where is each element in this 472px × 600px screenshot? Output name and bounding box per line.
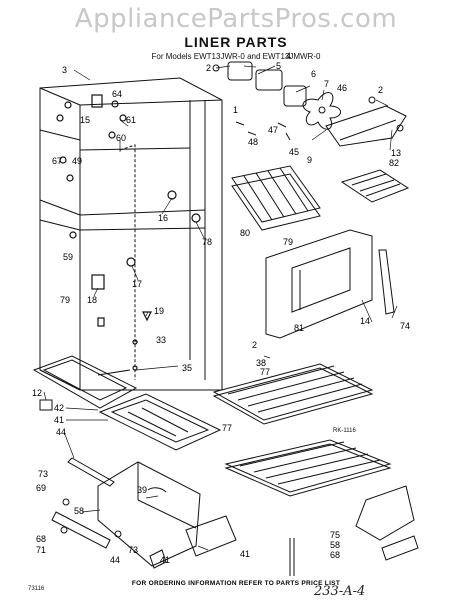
wire-shelf-upper — [212, 363, 374, 425]
callout-68: 68 — [36, 534, 47, 544]
callout-59: 60 — [116, 133, 127, 143]
callout-51: 49 — [72, 156, 83, 166]
callout-49: 47 — [268, 125, 279, 135]
callout-69: 69 — [36, 483, 47, 493]
rail — [67, 457, 115, 487]
crisper-drawer — [97, 461, 201, 567]
rear-panel — [265, 229, 373, 339]
callout-67: 68 — [330, 550, 341, 560]
callout-78: 79 — [60, 295, 71, 305]
vertical-strip — [378, 249, 395, 315]
callout-45: 58 — [74, 506, 85, 516]
cabinet-fasteners — [56, 94, 201, 371]
callout-15: 17 — [132, 279, 143, 289]
callout-50: 48 — [248, 137, 259, 147]
callout-19: 35 — [182, 363, 193, 373]
callout-79: 79 — [283, 237, 294, 247]
slide-rail — [51, 498, 122, 549]
callout-41: 41 — [54, 415, 65, 425]
callout-14: 16 — [158, 213, 169, 223]
callout-12: 14 — [360, 316, 371, 326]
callout-9: 9 — [307, 155, 313, 165]
callout-46: 44 — [110, 555, 121, 565]
callout-56: 58 — [330, 540, 341, 550]
callout-17: 19 — [154, 306, 165, 316]
callout-80: 80 — [240, 228, 251, 238]
callout-44: 44 — [56, 427, 67, 437]
page-title: LINER PARTS — [184, 34, 288, 50]
callout-72: 74 — [400, 321, 411, 331]
callout-2b: 2 — [378, 85, 384, 95]
callout-81: 82 — [389, 158, 400, 168]
callout-16: 18 — [87, 295, 98, 305]
callout-70: 71 — [36, 545, 47, 555]
wire-shelf-lower — [224, 439, 392, 497]
callout-2c: 2 — [252, 340, 258, 350]
callout-42: 42 — [54, 403, 65, 413]
callout-11: 13 — [391, 148, 402, 158]
callout-3: 3 — [62, 65, 68, 75]
crisper-cover — [98, 393, 222, 451]
model-subtitle: For Models EWT13JWR-0 and EWT13JMWR-0 — [151, 52, 321, 61]
callout-10: 12 — [32, 388, 43, 398]
wire-rack — [231, 165, 321, 231]
callout-5: 5 — [276, 61, 282, 71]
callout-82: 81 — [294, 323, 305, 333]
callout-4: 4 — [286, 51, 292, 61]
shelf-post — [289, 538, 295, 576]
callout-75: 77 — [222, 423, 233, 433]
door-bin — [355, 485, 419, 561]
leader-lines — [43, 65, 398, 551]
callout-61: 64 — [112, 89, 123, 99]
handwritten-note: 233-A-4 — [314, 584, 366, 599]
watermark: AppliancePartsPros.com — [74, 4, 398, 34]
callout-1: 1 — [233, 105, 239, 115]
page-code: 73116 — [28, 586, 45, 592]
fan-assembly — [212, 61, 407, 147]
reference-code: RK-1116 — [333, 428, 356, 434]
callout-64: 67 — [52, 156, 63, 166]
callout-47: 45 — [289, 147, 300, 157]
callout-7: 7 — [324, 79, 330, 89]
callout-6: 6 — [311, 69, 317, 79]
callout-13: 15 — [80, 115, 91, 125]
callout-77: 78 — [202, 237, 213, 247]
callout-48: 46 — [337, 83, 348, 93]
cover-clip — [149, 549, 167, 569]
ice-tray — [340, 169, 410, 203]
callout-71: 73 — [38, 469, 49, 479]
callout-60: 61 — [126, 115, 137, 125]
hinge-part — [39, 399, 53, 411]
callout-58: 59 — [63, 252, 74, 262]
callout-18: 33 — [156, 335, 167, 345]
ordering-footer: FOR ORDERING INFORMATION REFER TO PARTS … — [131, 580, 341, 587]
callout-2: 2 — [206, 63, 212, 73]
drawer-handle — [185, 515, 237, 557]
callout-38: 41 — [240, 549, 251, 559]
glass-shelf-frame — [32, 355, 138, 409]
callout-39: 41 — [160, 555, 171, 565]
callout-33: 38 — [256, 358, 267, 368]
callout-74: 77 — [260, 367, 271, 377]
callout-35: 39 — [137, 485, 148, 495]
callout-73: 75 — [330, 530, 341, 540]
callout-71b: 73 — [128, 545, 139, 555]
